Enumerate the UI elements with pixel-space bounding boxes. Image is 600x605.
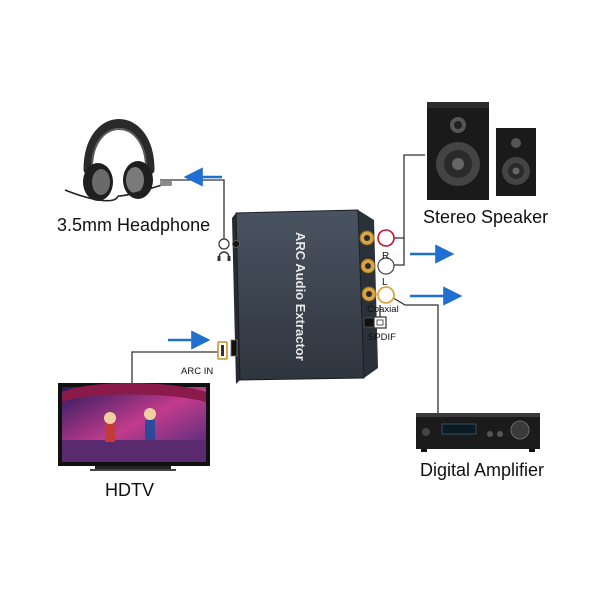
speaker-icon <box>427 102 536 200</box>
connector-r <box>377 229 395 247</box>
amplifier-cable <box>389 295 439 413</box>
rca-port-r <box>359 230 375 246</box>
headphone-label: 3.5mm Headphone <box>57 215 210 235</box>
rca-port-coaxial <box>361 286 377 302</box>
headphone-port-symbol <box>217 238 231 261</box>
port-label-l: L <box>382 277 388 288</box>
connector-spdif <box>373 316 387 329</box>
hdtv-icon <box>58 383 210 471</box>
arc-in-port-symbol <box>217 341 228 360</box>
headphone-icon <box>64 119 172 202</box>
hdtv-cable <box>131 351 220 383</box>
headphone-jack <box>232 240 240 248</box>
speaker-r-cable <box>386 154 425 239</box>
headphone-cable <box>160 179 225 244</box>
arc-audio-extractor: ARC Audio Extractor <box>230 209 378 384</box>
connector-l <box>377 257 395 275</box>
amplifier-label: Digital Amplifier <box>420 460 544 480</box>
port-connectors <box>373 229 395 329</box>
hdtv-label: HDTV <box>105 480 154 500</box>
amplifier-icon <box>416 413 540 452</box>
port-label-spdif: SPDIF <box>368 332 396 343</box>
signal-arrows <box>168 167 463 350</box>
connector-coaxial <box>377 286 395 304</box>
optical-port <box>363 317 375 328</box>
port-label-arc-in: ARC IN <box>181 366 213 377</box>
speaker-label: Stereo Speaker <box>423 207 548 227</box>
hdmi-port <box>230 339 238 357</box>
device-title: ARC Audio Extractor <box>293 232 308 361</box>
port-label-r: R <box>382 251 389 262</box>
port-label-coaxial: Coaxial <box>367 304 399 315</box>
rca-port-l <box>360 258 376 274</box>
